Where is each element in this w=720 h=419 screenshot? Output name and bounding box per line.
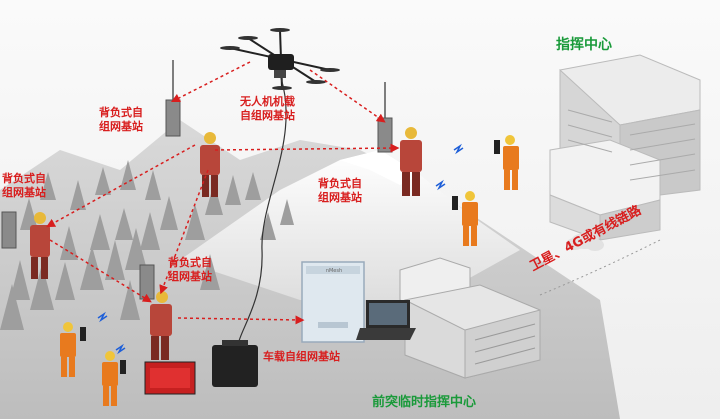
command-center-label: 指挥中心 <box>556 37 612 53</box>
backpack-station-label-1: 背负式自 组网基站 <box>99 106 143 133</box>
backpack-device-2 <box>377 82 393 153</box>
command-center-buildings <box>549 54 701 241</box>
tether-cable <box>237 77 287 346</box>
backpack-station-label-3: 背负式自 组网基站 <box>2 172 46 199</box>
firefighters <box>30 127 422 360</box>
mesh-links <box>46 61 400 325</box>
front-command-label: 前突临时指挥中心 <box>372 395 477 410</box>
backpack-station-label-2: 背负式自 组网基站 <box>318 177 362 204</box>
wan-link <box>539 239 661 296</box>
vehicle-station-label: 车载自组网基站 <box>263 350 340 363</box>
drone-icon <box>220 28 340 90</box>
forest <box>0 160 294 330</box>
vehicle-mesh-device <box>301 261 365 343</box>
front-command-building <box>399 257 541 379</box>
firefighters-radio <box>60 135 519 406</box>
laptop <box>356 300 416 340</box>
backpack-device-4 <box>139 264 155 300</box>
device-brand-label: nMesh <box>325 268 343 274</box>
signal-icons <box>97 143 464 355</box>
backpack-station-label-4: 背负式自 组网基站 <box>168 256 212 283</box>
backpack-device-3 <box>1 211 17 249</box>
cloud-icon <box>566 233 604 251</box>
uav-station-label: 无人机机载 自组网基站 <box>240 95 295 122</box>
equipment-box <box>212 340 258 387</box>
generator <box>144 361 196 395</box>
